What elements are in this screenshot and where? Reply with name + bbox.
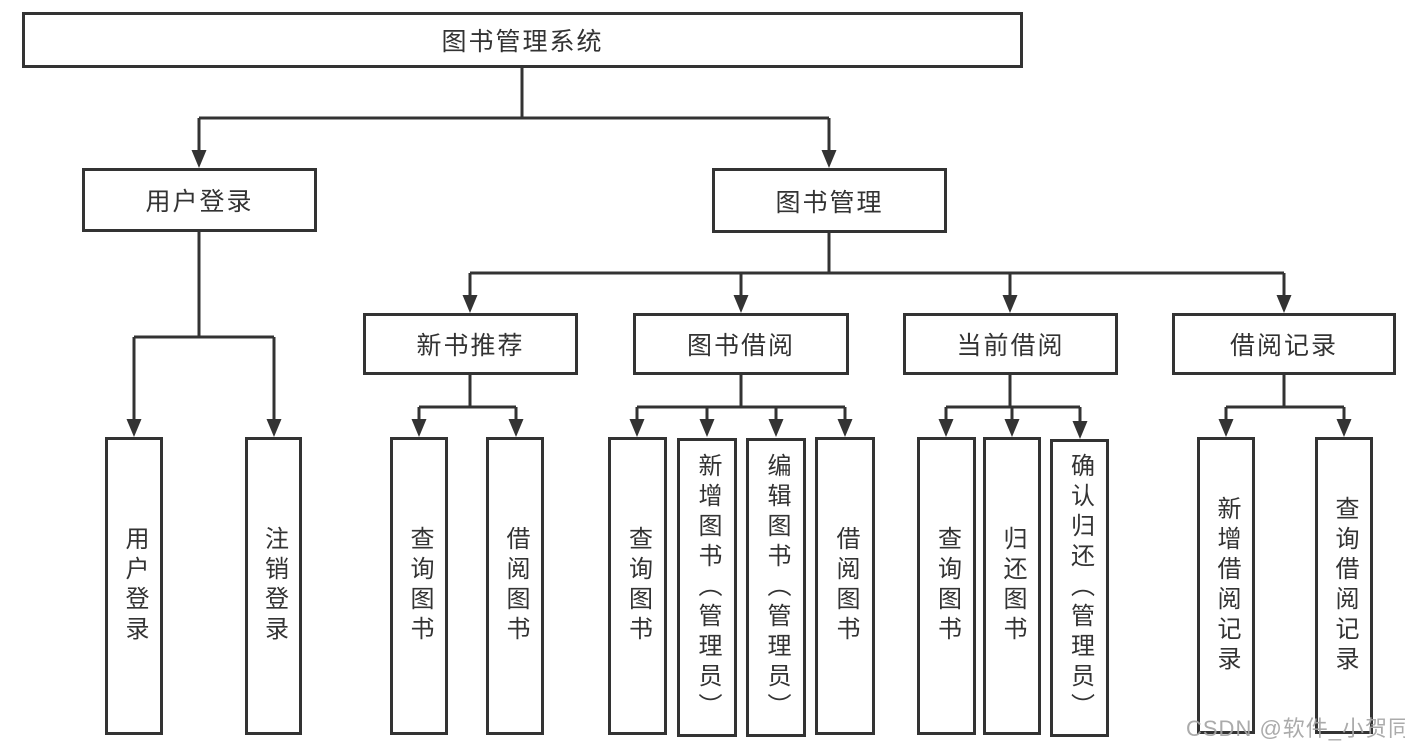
leaf-bb-add-books-admin: 新增图书（管理员）: [677, 438, 737, 737]
node-book-borrow: 图书借阅: [633, 313, 849, 375]
node-new-book-recommend: 新书推荐: [363, 313, 578, 375]
leaf-bb-borrow-books: 借阅图书: [815, 437, 875, 735]
leaf-logout: 注销登录: [245, 437, 302, 735]
node-user-login: 用户登录: [82, 168, 317, 232]
leaf-nbr-query-books: 查询图书: [390, 437, 448, 735]
node-book-management: 图书管理: [712, 168, 947, 233]
leaf-cb-return-books: 归还图书: [983, 437, 1041, 735]
node-root: 图书管理系统: [22, 12, 1023, 68]
leaf-nbr-borrow-books: 借阅图书: [486, 437, 544, 735]
leaf-cb-confirm-return-admin: 确认归还（管理员）: [1050, 439, 1109, 737]
leaf-br-add-record: 新增借阅记录: [1197, 437, 1255, 734]
node-borrow-records: 借阅记录: [1172, 313, 1396, 375]
node-current-borrow: 当前借阅: [903, 313, 1118, 375]
csdn-watermark: CSDN @软件_小贺同学: [1186, 716, 1405, 741]
leaf-bb-edit-books-admin: 编辑图书（管理员）: [746, 438, 806, 737]
leaf-bb-query-books: 查询图书: [608, 437, 667, 735]
leaf-cb-query-books: 查询图书: [917, 437, 976, 735]
leaf-br-query-record: 查询借阅记录: [1315, 437, 1373, 734]
leaf-user-login: 用户登录: [105, 437, 163, 735]
